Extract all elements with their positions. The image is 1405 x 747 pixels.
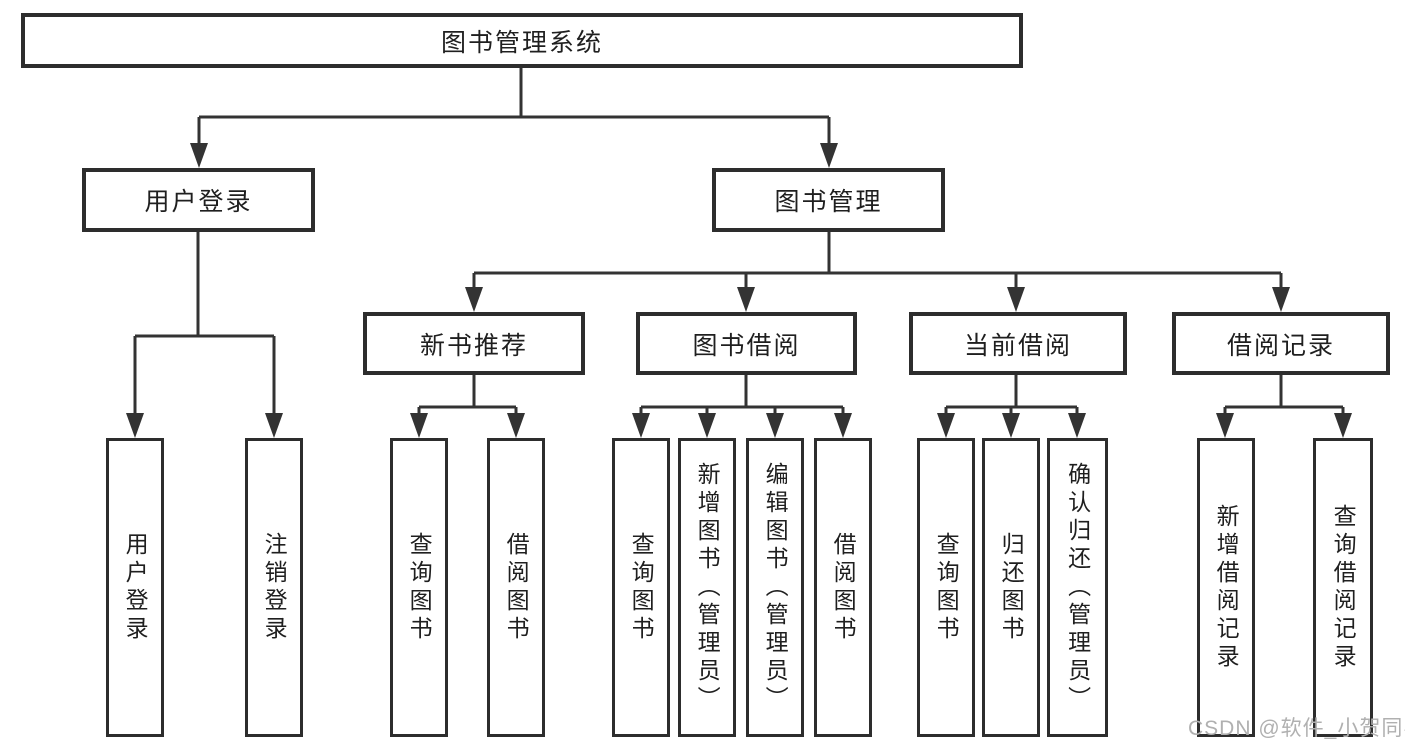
arrow-down-icon (737, 287, 755, 312)
leaf-borrow-books-recommend: 借阅图书 (487, 438, 545, 737)
leaf-query-books-current: 查询图书 (917, 438, 975, 737)
arrow-down-icon (1068, 413, 1086, 438)
leaf-query-borrow-record: 查询借阅记录 (1313, 438, 1373, 737)
connector-user-login-to-leaves (126, 232, 283, 438)
leaf-label: 借阅图书 (830, 531, 857, 644)
arrow-down-icon (465, 287, 483, 312)
arrow-down-icon (1002, 413, 1020, 438)
arrow-down-icon (507, 413, 525, 438)
connector-line (639, 375, 845, 420)
arrow-down-icon (126, 413, 144, 438)
arrow-down-icon (632, 413, 650, 438)
leaf-label: 确认归还（管理员） (1064, 461, 1091, 714)
leaf-label: 查询图书 (933, 531, 960, 644)
leaf-add-book-admin: 新增图书（管理员） (678, 438, 736, 737)
connector-line (944, 375, 1079, 420)
arrow-down-icon (834, 413, 852, 438)
leaf-label: 用户登录 (122, 531, 149, 644)
leaf-label: 查询图书 (406, 531, 433, 644)
leaf-edit-book-admin: 编辑图书（管理员） (746, 438, 804, 737)
connector-borrowing-records-to-leaves (1216, 375, 1352, 438)
leaf-label: 查询借阅记录 (1330, 503, 1357, 672)
arrow-down-icon (766, 413, 784, 438)
node-user-login: 用户登录 (82, 168, 315, 232)
leaf-borrow-books-borrowing: 借阅图书 (814, 438, 872, 737)
leaf-label: 新增图书（管理员） (694, 461, 721, 714)
node-book-management: 图书管理 (712, 168, 945, 232)
leaf-add-borrow-record: 新增借阅记录 (1197, 438, 1255, 737)
connector-line (1223, 375, 1345, 420)
leaf-query-books-recommend: 查询图书 (390, 438, 448, 737)
arrow-down-icon (820, 143, 838, 168)
leaf-logout: 注销登录 (245, 438, 303, 737)
connector-current-borrowing-to-leaves (937, 375, 1086, 438)
csdn-watermark: CSDN @软件_小贺同学 (1188, 717, 1405, 740)
leaf-label: 归还图书 (998, 531, 1025, 644)
connector-line (472, 232, 1283, 295)
arrow-down-icon (698, 413, 716, 438)
arrow-down-icon (1007, 287, 1025, 312)
arrow-down-icon (1272, 287, 1290, 312)
node-library-system: 图书管理系统 (21, 13, 1023, 68)
leaf-label: 编辑图书（管理员） (762, 461, 789, 714)
node-book-borrowing: 图书借阅 (636, 312, 857, 375)
node-borrowing-records: 借阅记录 (1172, 312, 1390, 375)
connector-line (197, 68, 831, 148)
arrow-down-icon (265, 413, 283, 438)
leaf-label: 查询图书 (628, 531, 655, 644)
leaf-label: 注销登录 (261, 531, 288, 644)
leaf-label: 新增借阅记录 (1213, 503, 1240, 672)
connector-root-to-level2 (190, 68, 838, 168)
arrow-down-icon (1334, 413, 1352, 438)
arrow-down-icon (1216, 413, 1234, 438)
connector-line (417, 375, 518, 420)
connector-line (133, 232, 276, 418)
arrow-down-icon (410, 413, 428, 438)
connector-book-borrowing-to-leaves (632, 375, 852, 438)
connector-new-book-recommend-to-leaves (410, 375, 525, 438)
node-new-book-recommend: 新书推荐 (363, 312, 585, 375)
connector-book-management-to-level3 (465, 232, 1290, 312)
leaf-user-login: 用户登录 (106, 438, 164, 737)
leaf-return-books: 归还图书 (982, 438, 1040, 737)
leaf-label: 借阅图书 (503, 531, 530, 644)
leaf-confirm-return-admin: 确认归还（管理员） (1047, 438, 1108, 737)
leaf-query-books-borrowing: 查询图书 (612, 438, 670, 737)
arrow-down-icon (937, 413, 955, 438)
arrow-down-icon (190, 143, 208, 168)
node-current-borrowing: 当前借阅 (909, 312, 1127, 375)
